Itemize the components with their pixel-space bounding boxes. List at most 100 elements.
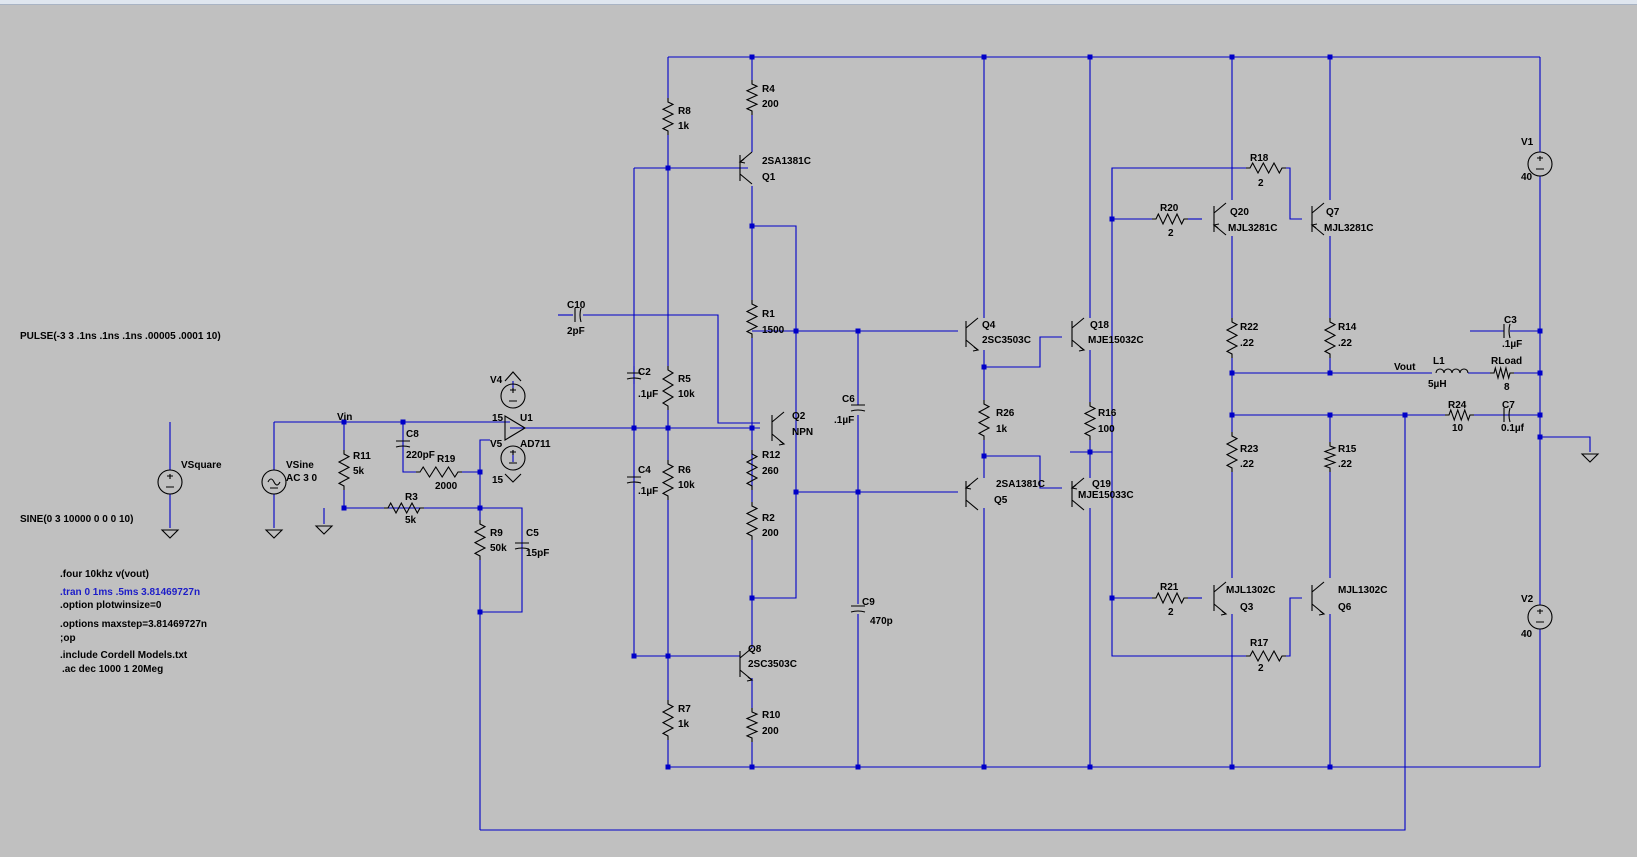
vsine-ground[interactable]	[264, 529, 284, 539]
c9-value: 470p	[870, 616, 893, 627]
r14[interactable]	[1323, 318, 1337, 358]
junction-dot	[749, 425, 755, 431]
junction-dot	[1087, 764, 1093, 770]
q19-transistor[interactable]	[1070, 477, 1085, 511]
r9[interactable]	[473, 520, 487, 560]
ground-output[interactable]	[1580, 453, 1600, 463]
c6-value: .1µF	[834, 415, 854, 426]
r6-label: R6	[678, 465, 691, 476]
r26-value: 1k	[996, 424, 1008, 435]
q2-transistor[interactable]	[771, 411, 786, 446]
r1[interactable]	[745, 300, 759, 338]
v5-label: V5	[490, 439, 503, 450]
v4-source[interactable]	[500, 383, 526, 409]
junction-dot	[981, 453, 987, 459]
u1-opamp[interactable]	[504, 415, 527, 441]
ac-directive: .ac dec 1000 1 20Meg	[62, 664, 163, 675]
q20-transistor[interactable]	[1212, 202, 1227, 236]
c4[interactable]	[626, 476, 642, 484]
r11[interactable]	[337, 450, 351, 490]
q6-transistor[interactable]	[1311, 581, 1326, 616]
v5-source[interactable]	[500, 445, 526, 471]
q1-transistor[interactable]	[738, 151, 753, 185]
r10[interactable]	[745, 708, 759, 742]
junction-dot	[793, 328, 799, 334]
r8[interactable]	[661, 98, 675, 135]
r16[interactable]	[1083, 402, 1097, 440]
wire	[1111, 168, 1152, 220]
r23[interactable]	[1225, 432, 1239, 472]
r8-label: R8	[678, 106, 691, 117]
vsine-source[interactable]	[261, 469, 287, 495]
v5-supply[interactable]	[504, 473, 522, 483]
junction-dot	[855, 764, 861, 770]
junction-dot	[1229, 412, 1235, 418]
c4-label: C4	[638, 465, 651, 476]
r5-value: 10k	[678, 389, 695, 400]
vsquare-source[interactable]	[157, 469, 183, 495]
r17[interactable]	[1246, 649, 1286, 663]
r22[interactable]	[1225, 318, 1239, 358]
c8[interactable]	[395, 440, 411, 448]
junction-dot	[665, 764, 671, 770]
q3-transistor[interactable]	[1213, 581, 1228, 616]
q2-model: NPN	[792, 427, 813, 438]
c6[interactable]	[850, 404, 866, 412]
r1-label: R1	[762, 309, 775, 320]
junction-dot	[341, 419, 347, 425]
r24[interactable]	[1445, 408, 1474, 422]
v1-source[interactable]	[1527, 151, 1553, 177]
r4-label: R4	[762, 84, 775, 95]
q7-transistor[interactable]	[1310, 202, 1325, 236]
vsquare-ground[interactable]	[160, 529, 180, 539]
q18-transistor[interactable]	[1071, 317, 1086, 352]
junction-dot	[631, 425, 637, 431]
q8-transistor[interactable]	[739, 647, 754, 682]
wire	[1540, 436, 1591, 452]
r26[interactable]	[977, 400, 991, 440]
q3-model: MJL1302C	[1226, 585, 1275, 596]
q4-transistor[interactable]	[965, 317, 980, 352]
r15[interactable]	[1323, 442, 1337, 472]
r7-label: R7	[678, 704, 691, 715]
r6[interactable]	[661, 460, 675, 500]
l1-inductor[interactable]	[1435, 368, 1469, 374]
junction-dot	[1109, 216, 1115, 222]
c3-label: C3	[1504, 315, 1517, 326]
r20[interactable]	[1152, 212, 1188, 226]
q19-model: MJE15033C	[1078, 490, 1134, 501]
r3-ground[interactable]	[314, 525, 334, 535]
wire	[1111, 452, 1152, 599]
junction-dot	[749, 54, 755, 60]
wire	[1286, 167, 1302, 220]
q5-transistor[interactable]	[964, 477, 979, 511]
v2-source[interactable]	[1527, 604, 1553, 630]
r14-label: R14	[1338, 322, 1357, 333]
c9[interactable]	[850, 605, 866, 613]
r2[interactable]	[745, 502, 759, 540]
r3[interactable]	[384, 501, 424, 515]
junction-dot	[749, 595, 755, 601]
rload[interactable]	[1490, 365, 1514, 381]
wire	[462, 471, 481, 508]
r21[interactable]	[1152, 591, 1188, 605]
r19[interactable]	[416, 465, 462, 479]
r7[interactable]	[661, 700, 675, 740]
v4-supply[interactable]	[504, 371, 522, 382]
r12[interactable]	[745, 450, 759, 490]
wire	[402, 422, 416, 473]
r4[interactable]	[745, 80, 759, 115]
c7[interactable]	[1503, 407, 1511, 423]
junction-dot	[1229, 370, 1235, 376]
c10[interactable]	[574, 307, 582, 323]
c2[interactable]	[626, 372, 642, 380]
c3[interactable]	[1503, 323, 1511, 339]
wire	[1286, 597, 1302, 657]
four-directive: .four 10khz v(vout)	[60, 569, 149, 580]
r18[interactable]	[1246, 161, 1286, 175]
r5[interactable]	[661, 366, 675, 410]
q6-model: MJL1302C	[1338, 585, 1387, 596]
c5[interactable]	[514, 542, 530, 550]
c2-label: C2	[638, 367, 651, 378]
